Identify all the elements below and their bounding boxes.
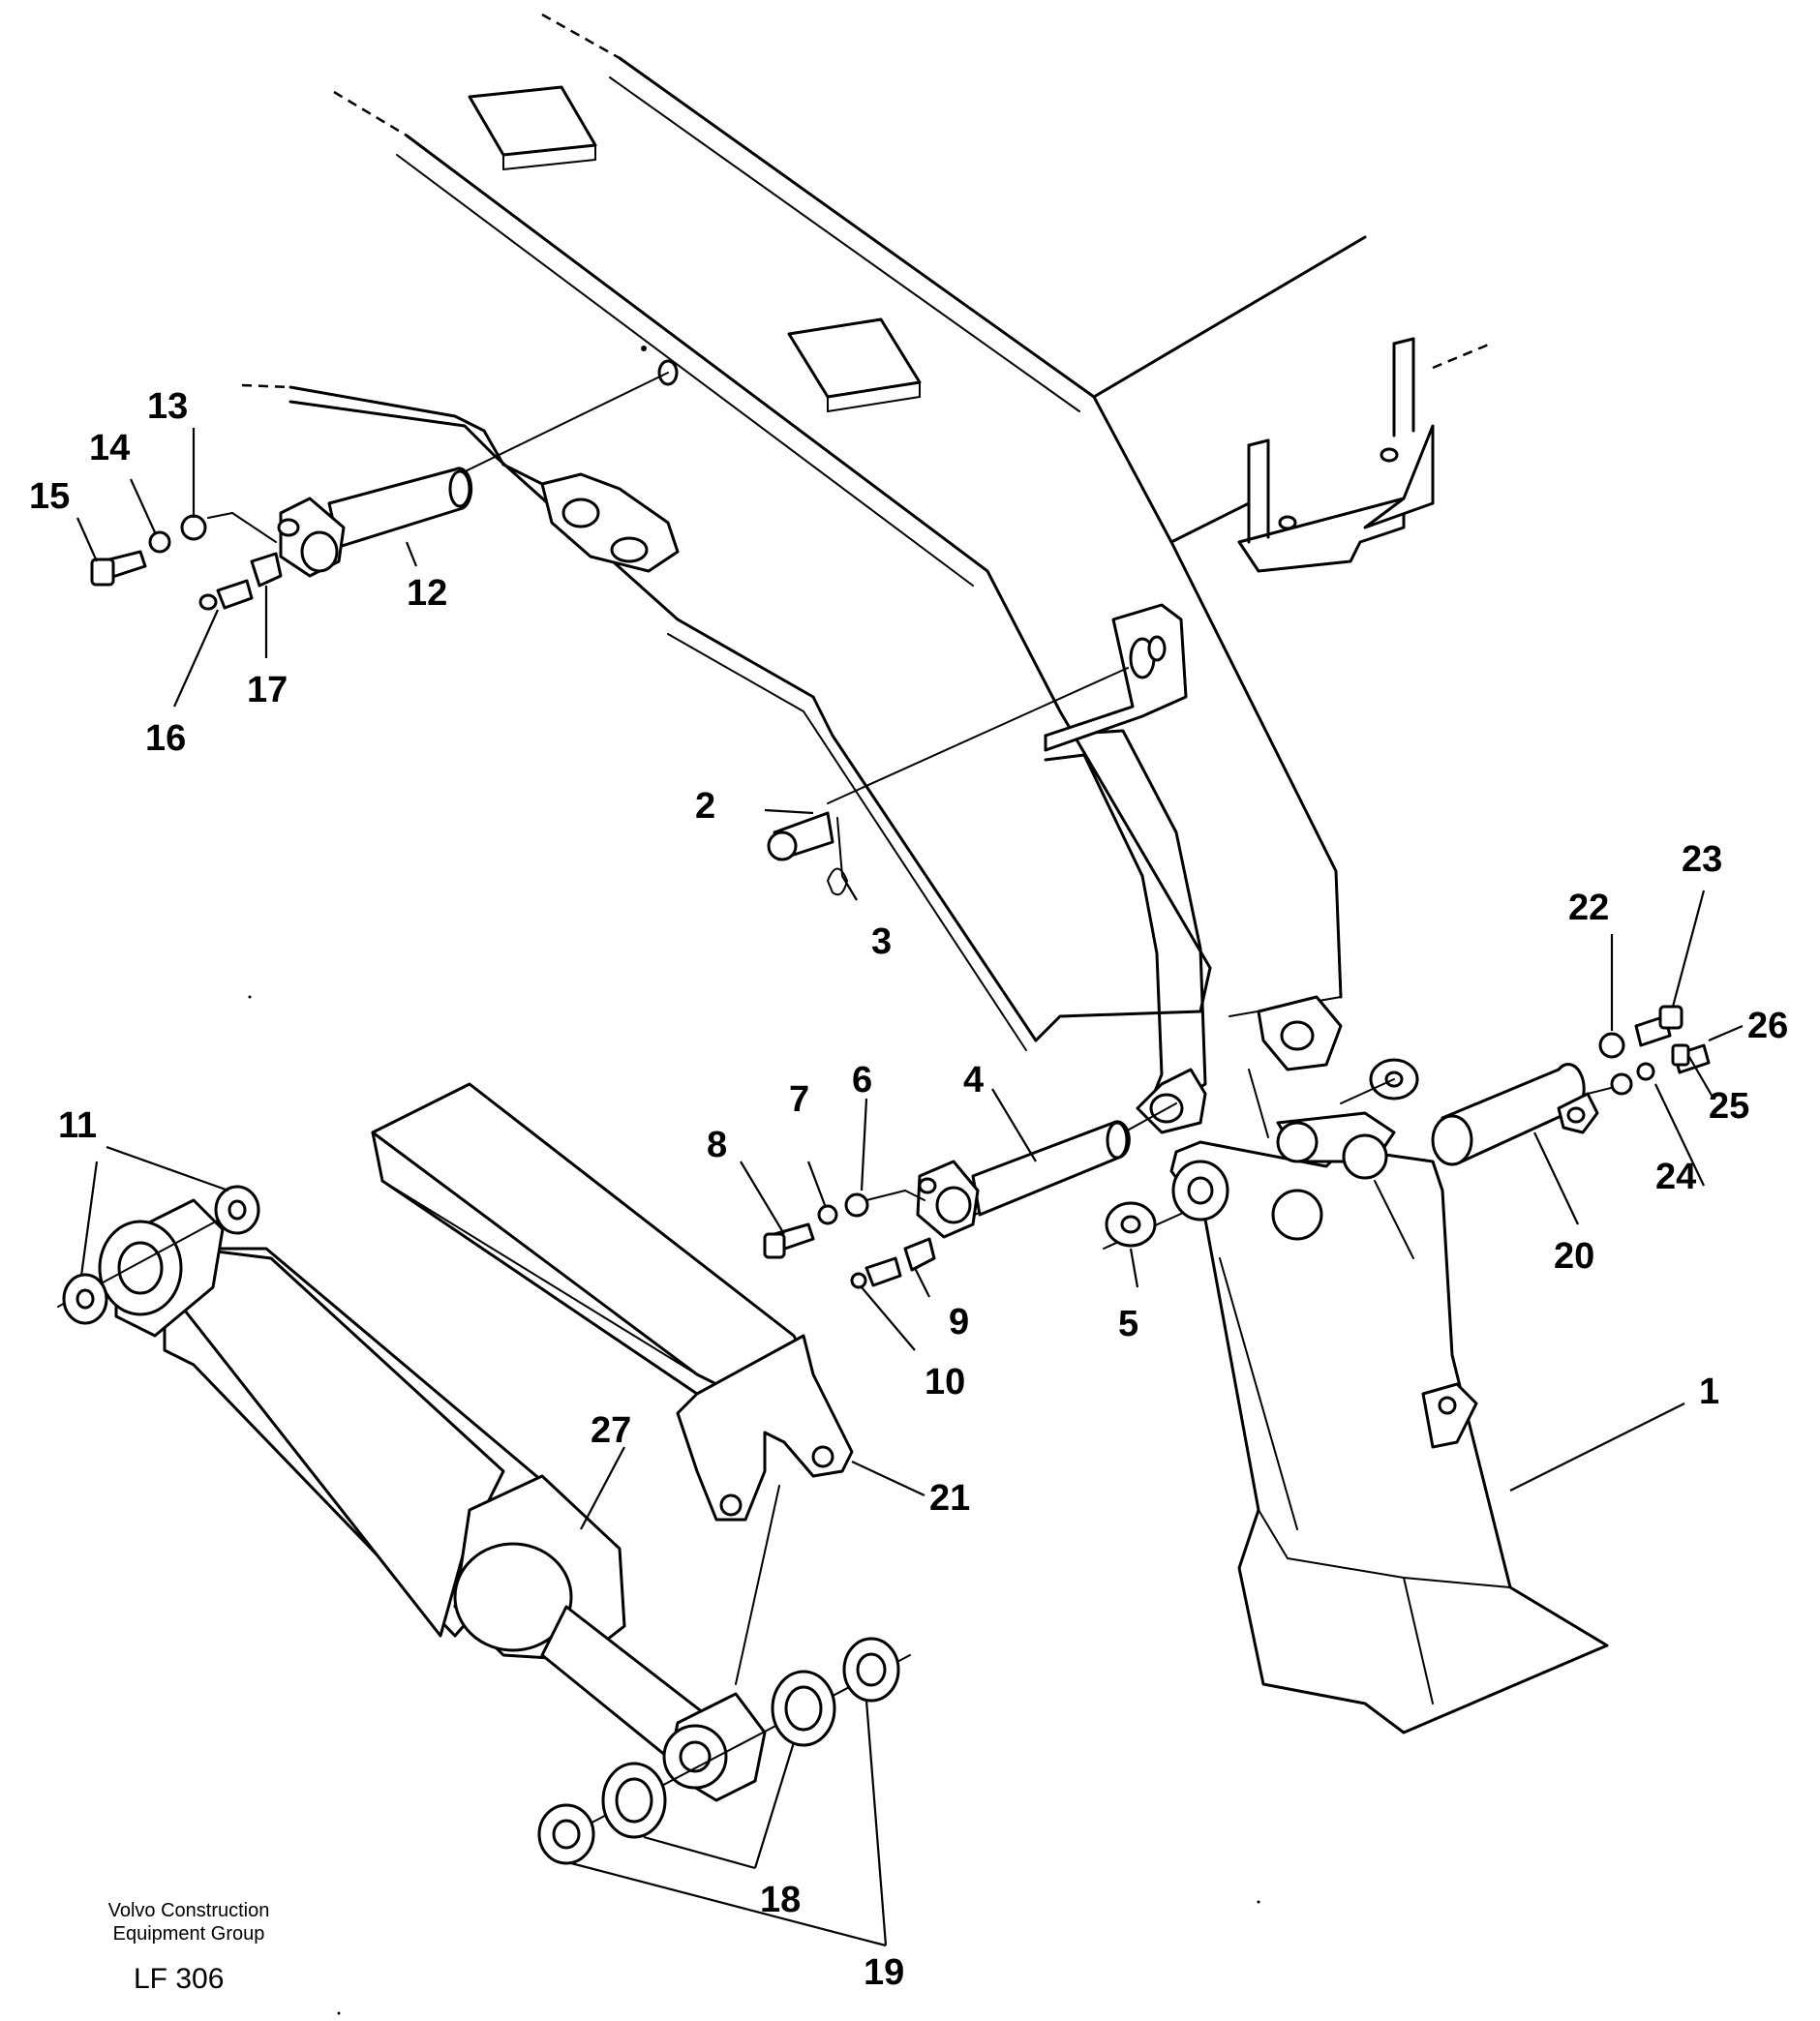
callouts: 1 2 3 4 5 6 7 8 9 10 11 12 13 14 15 16 1… <box>29 386 1788 1993</box>
part-4-pin <box>865 1102 1177 1239</box>
part-12-pin <box>277 372 669 578</box>
callout-16: 16 <box>145 718 186 759</box>
part-1-bracket <box>1169 1111 1685 1734</box>
callout-17: 17 <box>247 670 288 710</box>
part-27-cylinder <box>57 1198 767 1802</box>
part-21-arm <box>371 1082 854 1685</box>
callout-26: 26 <box>1747 1006 1788 1046</box>
callout-1: 1 <box>1699 1372 1719 1412</box>
company-line-1: Volvo Construction <box>107 1900 270 1921</box>
callout-4: 4 <box>963 1060 984 1101</box>
company-name: Volvo Construction Equipment Group <box>68 1899 310 1946</box>
callout-27: 27 <box>591 1410 631 1451</box>
leader-lines <box>76 428 1744 1947</box>
callout-25: 25 <box>1709 1086 1749 1127</box>
part-2-pin <box>767 667 1129 896</box>
callout-5: 5 <box>1118 1304 1138 1344</box>
callout-2: 2 <box>695 786 715 827</box>
callout-18: 18 <box>760 1880 801 1920</box>
callout-21: 21 <box>929 1478 970 1519</box>
callout-11: 11 <box>58 1105 97 1146</box>
callout-13: 13 <box>147 386 188 427</box>
fasteners-13-17 <box>90 512 283 611</box>
callout-9: 9 <box>949 1302 969 1342</box>
callout-10: 10 <box>925 1362 965 1403</box>
callout-15: 15 <box>29 476 70 517</box>
fasteners-6-10 <box>763 1192 936 1289</box>
callout-7: 7 <box>789 1079 809 1120</box>
part-18-19-washers <box>537 1637 911 1865</box>
fasteners-22-26 <box>1598 1005 1711 1096</box>
callout-6: 6 <box>852 1060 872 1101</box>
boom-arm <box>241 13 1492 1134</box>
frame-mount <box>1237 337 1435 573</box>
callout-3: 3 <box>871 921 892 962</box>
callout-24: 24 <box>1655 1157 1696 1197</box>
callout-20: 20 <box>1554 1236 1594 1277</box>
figure-code: LF 306 <box>134 1963 225 1995</box>
part-20-pin <box>1431 1063 1627 1166</box>
callout-14: 14 <box>89 428 130 468</box>
callout-8: 8 <box>707 1125 727 1165</box>
callout-22: 22 <box>1568 888 1609 928</box>
company-line-2: Equipment Group <box>112 1923 265 1945</box>
callout-23: 23 <box>1682 839 1722 880</box>
top-washer <box>1248 1058 1419 1138</box>
callout-12: 12 <box>407 573 447 614</box>
part-11-washers <box>62 1145 260 1325</box>
callout-19: 19 <box>864 1952 904 1993</box>
